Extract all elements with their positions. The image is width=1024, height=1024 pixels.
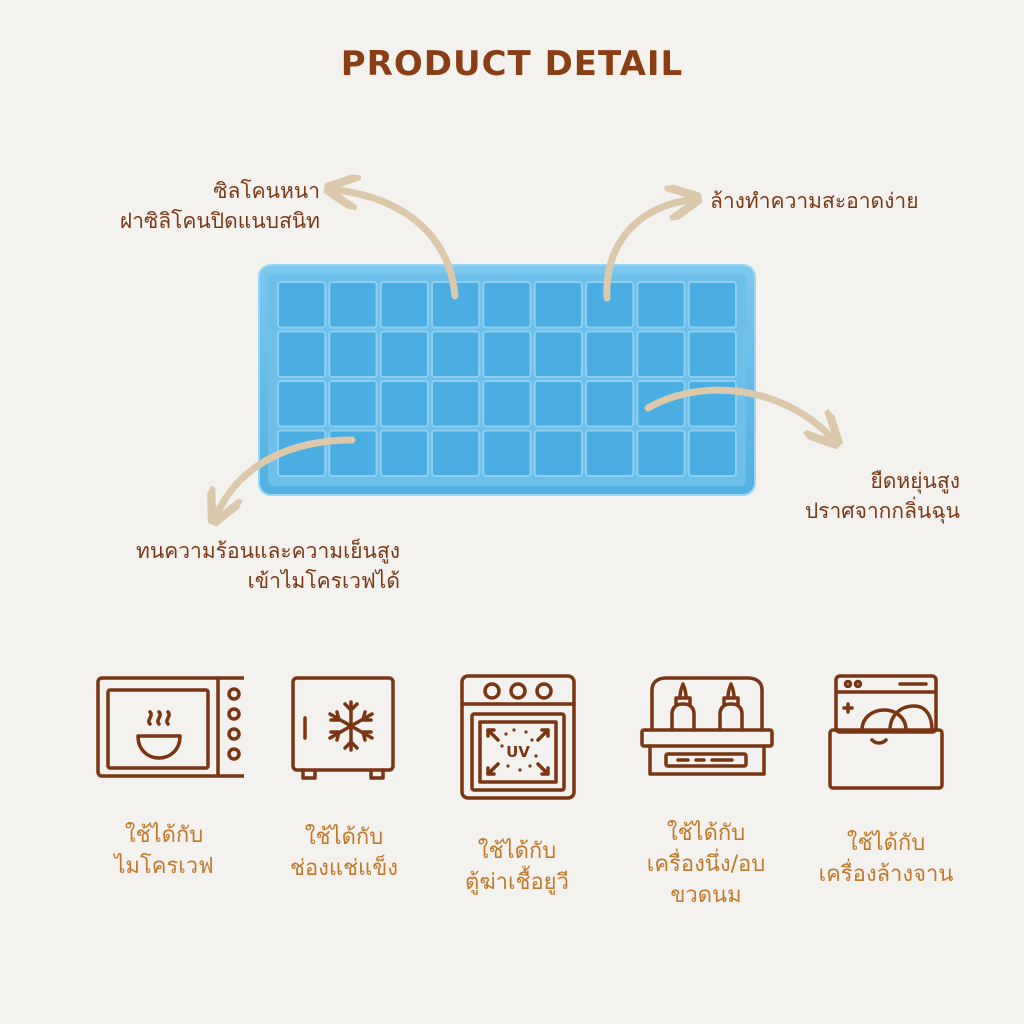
ice-cube-cell: [687, 380, 738, 428]
dishwasher-icon: [828, 674, 944, 790]
ice-cube-cell: [431, 281, 481, 329]
ice-cube-cell: [431, 380, 481, 428]
callout-line: ล้างทำความสะอาดง่าย: [710, 189, 919, 213]
callout-flexible: ยืดหยุ่นสูง ปราศจากกลิ่นฉุน: [700, 466, 960, 526]
ice-tray-svg: [258, 264, 756, 496]
callout-line: ปราศจากกลิ่นฉุน: [804, 499, 960, 523]
caption-line: ใช้ได้กับ: [666, 821, 746, 846]
feature-caption: ใช้ได้กับ เครื่องล้างจาน: [796, 828, 976, 890]
ice-cube-cell: [533, 281, 584, 329]
page-title: PRODUCT DETAIL: [340, 44, 684, 84]
ice-cube-cell: [636, 330, 686, 378]
ice-cube-cell: [431, 429, 481, 477]
ice-cube-cell: [277, 380, 327, 428]
caption-line: ขวดนม: [670, 883, 742, 908]
ice-cube-cell: [533, 380, 584, 428]
ice-cube-cell: [328, 281, 378, 329]
ice-cube-cell: [328, 330, 378, 378]
callout-heat-resistant: ทนความร้อนและความเย็นสูง เข้าไมโครเวฟได้: [40, 536, 400, 596]
ice-cube-cell: [379, 330, 429, 378]
bottle-steamer-icon: [640, 676, 774, 776]
callout-line: ซิลโคนหนา: [213, 179, 320, 203]
ice-cube-cell: [585, 380, 635, 428]
caption-line: เครื่องนึ่ง/อบ: [646, 852, 766, 877]
ice-cube-cell: [328, 429, 378, 477]
ice-cube-cell: [482, 380, 532, 428]
feature-caption: ใช้ได้กับ ไมโครเวฟ: [74, 820, 254, 882]
caption-line: ไมโครเวฟ: [114, 854, 214, 879]
caption-line: ใช้ได้กับ: [124, 823, 204, 848]
callout-line: ยืดหยุ่นสูง: [870, 469, 960, 493]
feature-dishwasher: ใช้ได้กับ เครื่องล้างจาน: [796, 674, 976, 890]
caption-line: ตู้ฆ่าเชื้อยูวี: [465, 870, 569, 895]
ice-cube-cell: [687, 330, 738, 378]
caption-line: เครื่องล้างจาน: [818, 862, 954, 887]
feature-uv-sterilizer: UV ใช้ได้กับ ตู้ฆ่าเชื้อยูวี: [427, 674, 607, 898]
ice-cube-cell: [585, 330, 635, 378]
ice-cube-cell: [585, 429, 635, 477]
ice-cube-cell: [585, 281, 635, 329]
ice-cube-cell: [379, 380, 429, 428]
feature-caption: ใช้ได้กับ ช่องแช่แข็ง: [254, 822, 434, 884]
caption-line: ช่องแช่แข็ง: [290, 856, 398, 881]
ice-cube-cell: [379, 281, 429, 329]
uv-sterilizer-icon: UV: [460, 674, 576, 800]
ice-cube-cell: [431, 330, 481, 378]
callout-thick-silicone: ซิลโคนหนา ฝาซิลิโคนปิดแนบสนิท: [40, 176, 320, 236]
callout-line: ฝาซิลิโคนปิดแนบสนิท: [119, 209, 320, 233]
caption-line: ใช้ได้กับ: [304, 825, 384, 850]
ice-cube-cell: [636, 380, 686, 428]
feature-caption: ใช้ได้กับ เครื่องนึ่ง/อบ ขวดนม: [616, 818, 796, 911]
ice-cube-cell: [533, 330, 584, 378]
ice-cube-cell: [277, 429, 327, 477]
feature-microwave: ใช้ได้กับ ไมโครเวฟ: [74, 674, 254, 882]
ice-cube-cell: [379, 429, 429, 477]
microwave-icon: [96, 676, 244, 778]
ice-cube-cell: [636, 281, 686, 329]
feature-caption: ใช้ได้กับ ตู้ฆ่าเชื้อยูวี: [427, 836, 607, 898]
ice-cube-cell: [482, 281, 532, 329]
ice-cube-cell: [277, 281, 327, 329]
callout-line: เข้าไมโครเวฟได้: [247, 569, 400, 593]
ice-cube-cell: [687, 429, 738, 477]
svg-text:UV: UV: [506, 743, 530, 761]
ice-cube-cell: [636, 429, 686, 477]
callout-line: ทนความร้อนและความเย็นสูง: [136, 539, 400, 563]
ice-tray-image: [258, 264, 756, 496]
freezer-icon: [291, 676, 395, 780]
ice-cube-cell: [482, 429, 532, 477]
caption-line: ใช้ได้กับ: [846, 831, 926, 856]
caption-line: ใช้ได้กับ: [477, 839, 557, 864]
feature-freezer: ใช้ได้กับ ช่องแช่แข็ง: [254, 674, 434, 884]
ice-cube-cell: [328, 380, 378, 428]
feature-bottle-steamer: ใช้ได้กับ เครื่องนึ่ง/อบ ขวดนม: [616, 674, 796, 911]
callout-easy-clean: ล้างทำความสะอาดง่าย: [710, 186, 1000, 216]
ice-cube-cell: [277, 330, 327, 378]
ice-cube-cell: [533, 429, 584, 477]
ice-cube-cell: [687, 281, 738, 329]
ice-cube-cell: [482, 330, 532, 378]
